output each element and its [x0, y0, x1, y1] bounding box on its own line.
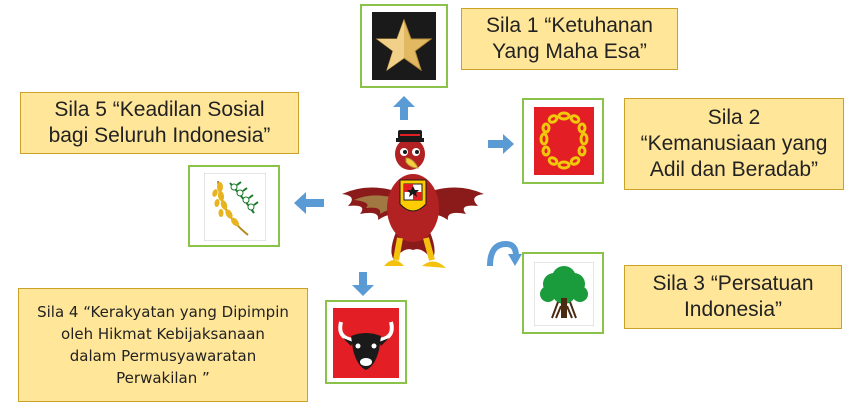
sila2-label: Sila 2 “Kemanusiaan yang Adil dan Berada…	[624, 98, 844, 190]
chain-icon	[534, 107, 594, 175]
garuda-mascot	[338, 122, 488, 284]
sila1-label: Sila 1 “Ketuhanan Yang Maha Esa”	[461, 8, 678, 70]
sila4-symbol	[325, 300, 407, 384]
sila2-symbol	[522, 98, 604, 184]
arrow-curved-icon	[484, 236, 522, 270]
star-icon	[372, 12, 436, 80]
bull-head-icon	[333, 308, 399, 378]
sila3-label: Sila 3 “Persatuan Indonesia”	[624, 265, 842, 329]
arrow-right-icon	[488, 134, 514, 154]
sila3-symbol	[522, 252, 604, 334]
sila5-label: Sila 5 “Keadilan Sosial bagi Seluruh Ind…	[20, 92, 299, 154]
sila5-symbol	[188, 165, 280, 247]
rice-cotton-icon	[204, 173, 266, 241]
arrow-left-icon	[294, 192, 324, 214]
arrow-down-icon	[352, 272, 374, 296]
banyan-tree-icon	[534, 262, 594, 326]
arrow-up-icon	[393, 96, 415, 120]
sila4-label: Sila 4 “Kerakyatan yang Dipimpin oleh Hi…	[18, 288, 308, 402]
sila1-symbol	[360, 4, 448, 88]
garuda-icon	[342, 130, 484, 268]
